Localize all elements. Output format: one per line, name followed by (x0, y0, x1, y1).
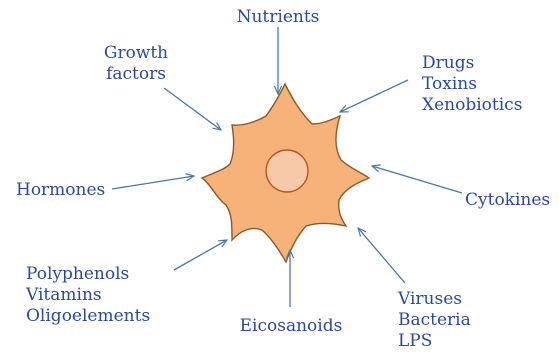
label-eicosanoids: Eicosanoids (236, 316, 346, 337)
label-viruses-line-3: LPS (398, 331, 488, 352)
label-drugs-line-2: Toxins (422, 74, 532, 95)
label-growth-factors-line-1: Growth (96, 43, 176, 64)
label-drugs-line-1: Drugs (422, 53, 532, 74)
label-polyphenols: Polyphenols Vitamins Oligoelements (26, 264, 186, 327)
label-viruses-line-2: Bacteria (398, 310, 488, 331)
label-nutrients: Nutrients (228, 7, 328, 28)
label-cytokines: Cytokines (465, 190, 555, 211)
arrow-viruses (358, 228, 405, 283)
label-viruses: Viruses Bacteria LPS (398, 289, 488, 352)
label-nutrients-line: Nutrients (228, 7, 328, 28)
label-growth-factors-line-2: factors (96, 64, 176, 85)
label-growth-factors: Growth factors (96, 43, 176, 85)
arrow-cytokines (372, 166, 462, 193)
label-drugs-line-3: Xenobiotics (422, 95, 532, 116)
label-cytokines-line: Cytokines (465, 190, 555, 211)
label-hormones-line: Hormones (16, 180, 116, 201)
label-polyphenols-line-2: Vitamins (26, 285, 186, 306)
label-drugs: Drugs Toxins Xenobiotics (422, 53, 532, 116)
arrow-growth-factors (164, 88, 221, 130)
label-eicosanoids-line: Eicosanoids (236, 316, 346, 337)
label-polyphenols-line-1: Polyphenols (26, 264, 186, 285)
arrow-drugs (340, 80, 408, 112)
label-polyphenols-line-3: Oligoelements (26, 306, 186, 327)
label-viruses-line-1: Viruses (398, 289, 488, 310)
label-hormones: Hormones (16, 180, 116, 201)
arrow-hormones (112, 176, 194, 189)
cell-nucleus (266, 150, 308, 192)
